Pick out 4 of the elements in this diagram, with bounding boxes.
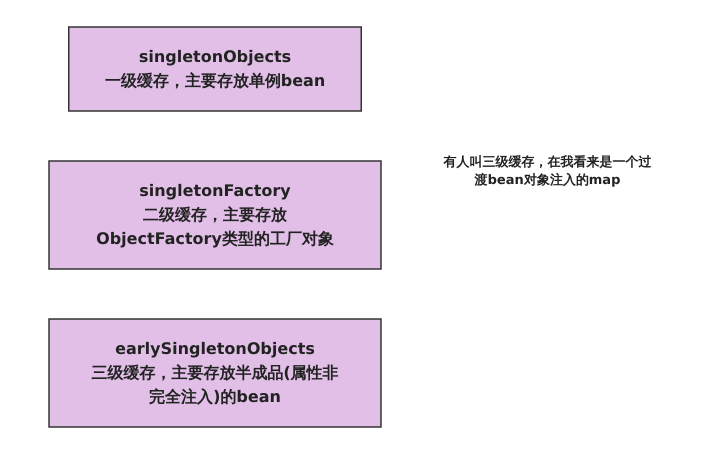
node-box: singletonFactory 二级缓存，主要存放ObjectFactory类型的工厂对象 [48, 160, 382, 270]
node-box: singletonObjects 一级缓存，主要存放单例bean [68, 26, 362, 112]
node-box: earlySingletonObjects 三级缓存，主要存放半成品(属性非完全注入)的bean [48, 318, 382, 428]
note-text: 有人叫三级缓存，在我看来是一个过渡bean对象注入的map [442, 154, 652, 190]
